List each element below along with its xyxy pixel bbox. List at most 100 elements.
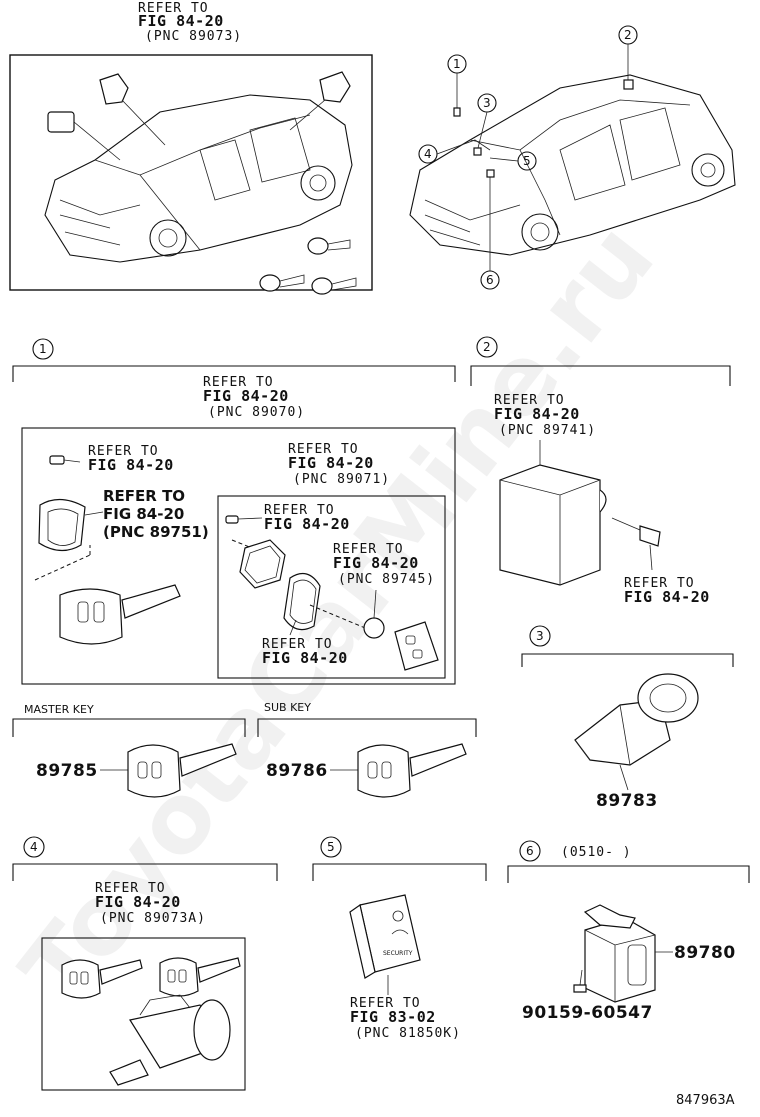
leader-dash: [231, 539, 263, 553]
section-4-header: 4: [12, 836, 278, 881]
callout-line: REFER TO: [624, 576, 695, 591]
s4-a-refer-callout[interactable]: REFER TO FIG 84-20 (PNC 89073A): [95, 881, 206, 926]
s1-e-refer-callout[interactable]: REFER TO FIG 84-20 (PNC 89745): [333, 542, 435, 587]
callout-line: (PNC 89741): [499, 423, 596, 438]
callout-line: (PNC 89071): [293, 472, 390, 487]
part-number-89780[interactable]: 89780: [674, 943, 736, 963]
callout-line: REFER TO: [138, 1, 209, 16]
callout-line: (PNC 89745): [338, 572, 435, 587]
callout-line: REFER TO: [203, 375, 274, 390]
marker-5[interactable]: 5: [489, 151, 537, 171]
battery-part: [363, 589, 385, 639]
callout-line: FIG 84-20: [138, 12, 224, 30]
callout-line: (PNC 89751): [103, 523, 209, 541]
callout-line: FIG 84-20: [203, 387, 289, 405]
section-1-header: 1: [12, 338, 456, 382]
callout-line: FIG 84-20: [624, 588, 710, 606]
section-5-header: 5: [312, 836, 487, 881]
group-label: MASTER KEY: [24, 703, 94, 716]
car-drawing-top-left: [44, 71, 357, 295]
section-number: 3: [536, 629, 544, 643]
leader-dash: [34, 545, 91, 581]
security-switch-part: SECURITY: [349, 894, 421, 995]
marker-3[interactable]: 3: [473, 93, 497, 156]
s1-b-refer-callout[interactable]: REFER TO FIG 84-20 (PNC 89751): [103, 487, 209, 541]
master-key-part: [127, 743, 237, 798]
callout-line: (PNC 89073A): [100, 911, 206, 926]
car-drawing-top-right: [409, 74, 736, 256]
s4-frame: [41, 937, 246, 1091]
s1-inner-frame: [217, 495, 446, 679]
transmitter-board-part: [394, 621, 439, 671]
callout-line: FIG 84-20: [333, 554, 419, 572]
s5-a-refer-callout[interactable]: REFER TO FIG 83-02 (PNC 81850K): [350, 996, 461, 1041]
callout-line: FIG 84-20: [103, 505, 184, 523]
sub-key-group: SUB KEY 89786: [257, 701, 477, 798]
marker-4[interactable]: 4: [418, 139, 491, 164]
marker-6[interactable]: 6: [480, 169, 500, 290]
marker-number: 5: [523, 154, 531, 168]
callout-line: REFER TO: [350, 996, 421, 1011]
section-number: 4: [30, 840, 38, 854]
callout-line: FIG 84-20: [288, 454, 374, 472]
callout-line: REFER TO: [288, 442, 359, 457]
callout-line: REFER TO: [95, 881, 166, 896]
section-6-header: 6 (0510- ): [507, 840, 750, 883]
section-number: 2: [483, 340, 491, 354]
part-number-90159-60547[interactable]: 90159-60547: [522, 1003, 653, 1023]
part-number-89786[interactable]: 89786: [266, 761, 328, 781]
screw-part: [49, 455, 81, 465]
s2-a-refer-callout[interactable]: REFER TO FIG 84-20 (PNC 89741): [494, 393, 596, 438]
callout-line: FIG 84-20: [262, 649, 348, 667]
s1-f-refer-callout[interactable]: REFER TO FIG 84-20: [262, 619, 348, 667]
marker-number: 3: [483, 96, 491, 110]
ignition-switch-part: [574, 673, 699, 791]
callout-line: REFER TO: [333, 542, 404, 557]
bolt-part: [611, 517, 661, 571]
transmitter-cover-part: [239, 539, 286, 589]
receiver-module-part: [573, 904, 673, 1003]
sub-key-part: [357, 743, 467, 798]
marker-number: 2: [624, 28, 632, 42]
callout-line: FIG 84-20: [494, 405, 580, 423]
part-number-89785[interactable]: 89785: [36, 761, 98, 781]
callout-line: REFER TO: [103, 487, 185, 505]
marker-number: 1: [453, 57, 461, 71]
remote-key-part: [59, 584, 181, 645]
callout-line: REFER TO: [262, 637, 333, 652]
group-label: SUB KEY: [264, 701, 311, 714]
callout-line: (PNC 81850K): [355, 1026, 461, 1041]
callout-line: REFER TO: [494, 393, 565, 408]
section-3-header: 3: [521, 625, 734, 667]
rubber-seal-part: [283, 572, 321, 631]
callout-line: (PNC 89070): [208, 405, 305, 420]
marker-number: 6: [486, 273, 494, 287]
marker-2[interactable]: 2: [618, 25, 638, 90]
section-number: 6: [526, 844, 534, 858]
part-number-89783[interactable]: 89783: [596, 791, 658, 811]
switch-label: SECURITY: [383, 950, 413, 957]
key-housing-part: [38, 498, 104, 552]
ecu-module-part: [499, 440, 607, 586]
s1-a-refer-callout[interactable]: REFER TO FIG 84-20: [88, 444, 174, 474]
top-left-refer-callout[interactable]: REFER TO FIG 84-20 (PNC 89073): [138, 1, 242, 44]
marker-1[interactable]: 1: [447, 54, 467, 117]
key-cylinder-part: [109, 994, 231, 1086]
section-number: 1: [39, 342, 47, 356]
s1-outer-frame: [21, 427, 456, 685]
callout-line: FIG 84-20: [95, 893, 181, 911]
marker-number: 4: [424, 147, 432, 161]
figure-id: 847963A: [676, 1093, 735, 1108]
top-left-frame: [9, 54, 373, 291]
s1-d-refer-callout[interactable]: REFER TO FIG 84-20: [264, 503, 350, 533]
callout-line: FIG 84-20: [88, 456, 174, 474]
s2-b-refer-callout[interactable]: REFER TO FIG 84-20: [624, 576, 710, 606]
section-2-header: 2: [470, 336, 731, 386]
leader-dash: [309, 604, 371, 631]
callout-line: REFER TO: [264, 503, 335, 518]
s1-c-refer-callout[interactable]: REFER TO FIG 84-20 (PNC 89071): [288, 442, 390, 487]
callout-line: REFER TO: [88, 444, 159, 459]
s1-main-refer-callout[interactable]: REFER TO FIG 84-20 (PNC 89070): [203, 375, 305, 420]
